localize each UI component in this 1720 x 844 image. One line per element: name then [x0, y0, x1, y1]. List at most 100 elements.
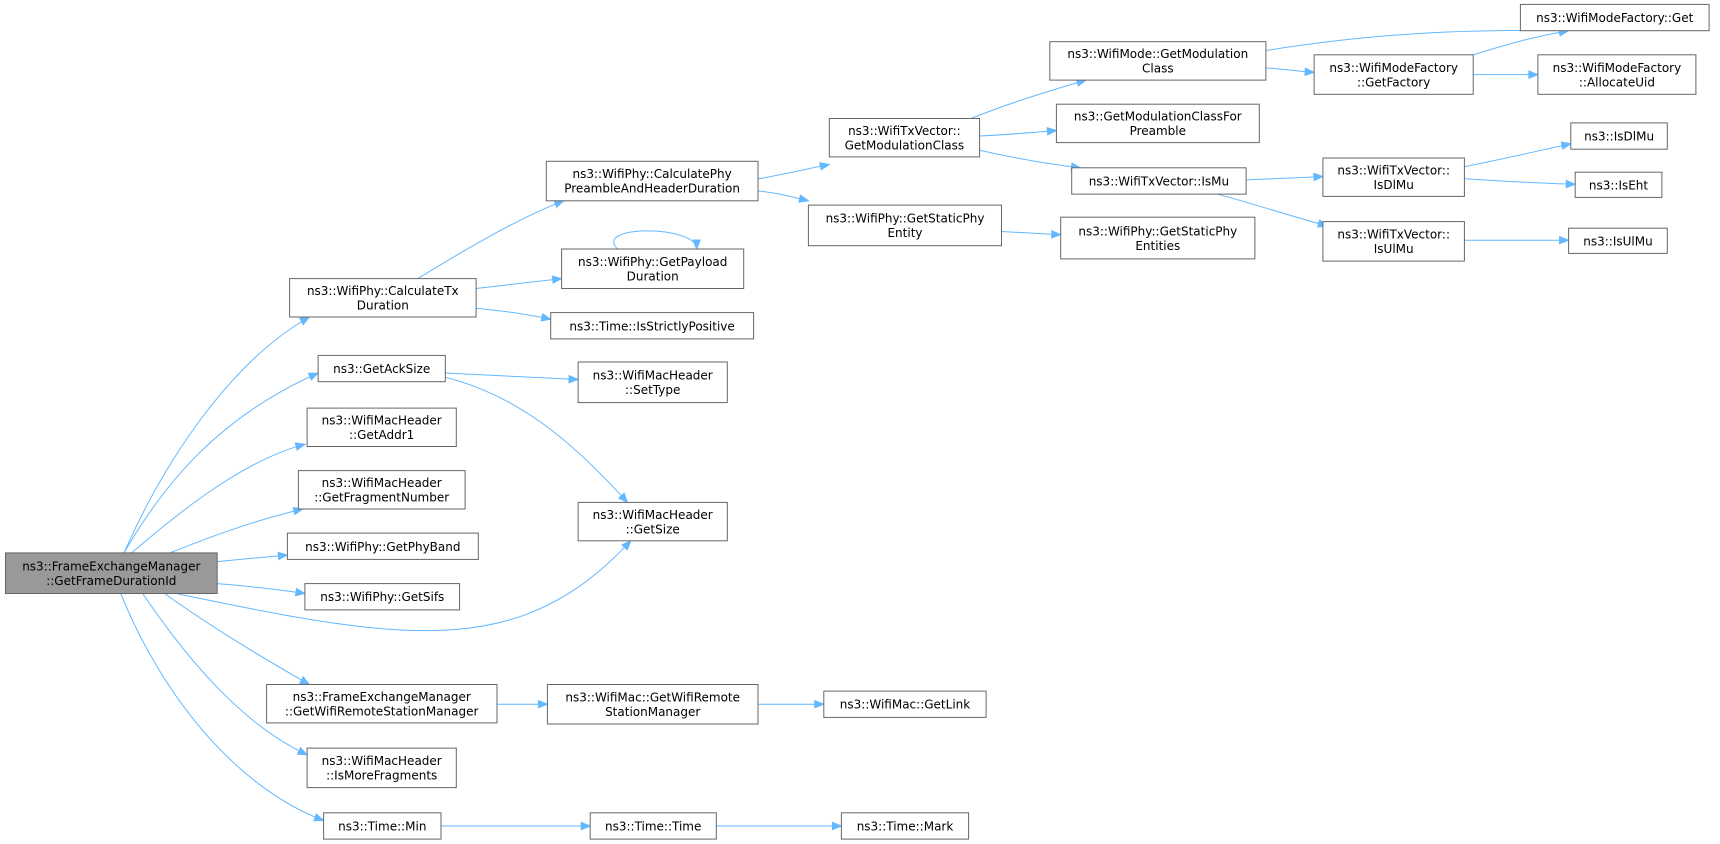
node-n8[interactable]: ns3::FrameExchangeManager::GetWifiRemote… — [266, 684, 498, 724]
node-n24[interactable]: ns3::IsDlMu — [1570, 122, 1668, 150]
edge-n20-n19 — [1473, 27, 1570, 56]
edge-arrowhead — [831, 821, 843, 831]
edge-n18-n22 — [1246, 172, 1325, 182]
edge-n16-n20 — [1265, 67, 1316, 76]
edge-n0-n3 — [131, 442, 307, 554]
node-label: ns3::IsDlMu — [1584, 130, 1654, 144]
edge-arrowhead — [294, 587, 307, 597]
node-label: ::SetType — [625, 383, 680, 397]
node-n16[interactable]: ns3::WifiMode::GetModulationClass — [1049, 41, 1267, 81]
node-label: ns3::WifiPhy::GetStaticPhy — [826, 212, 985, 226]
node-label: ::AllocateUid — [1579, 75, 1655, 89]
node-n19[interactable]: ns3::WifiModeFactory::Get — [1519, 3, 1710, 32]
node-label: ns3::WifiTxVector:: — [1337, 163, 1450, 177]
node-label: ns3::WifiMacHeader — [322, 414, 442, 428]
node-n20[interactable]: ns3::WifiModeFactory::GetFactory — [1313, 54, 1474, 95]
edge-line — [970, 79, 1087, 119]
node-label: StationManager — [605, 705, 700, 719]
edge-arrowhead — [294, 442, 307, 451]
node-label: ns3::WifiPhy::CalculatePhy — [572, 167, 731, 181]
edge-arrowhead — [692, 239, 701, 251]
node-n5[interactable]: ns3::WifiPhy::GetPhyBand — [286, 532, 479, 560]
node-n28[interactable]: ns3::WifiMacHeader::SetType — [577, 361, 728, 404]
node-label: ns3::GetAckSize — [333, 362, 430, 376]
node-label: ns3::Time::IsStrictlyPositive — [569, 319, 734, 333]
edge-arrowhead — [307, 372, 320, 381]
node-n7[interactable]: ns3::WifiMacHeader::GetSize — [577, 501, 728, 542]
node-n9[interactable]: ns3::WifiMacHeader::IsMoreFragments — [306, 747, 457, 789]
node-layer: ns3::FrameExchangeManager::GetFrameDurat… — [5, 3, 1710, 840]
node-n3[interactable]: ns3::WifiMacHeader::GetAddr1 — [306, 407, 457, 448]
node-n14[interactable]: ns3::WifiTxVector::GetModulationClass — [828, 118, 981, 158]
node-label: PreambleAndHeaderDuration — [564, 182, 740, 196]
edge-n1-n12 — [476, 275, 563, 289]
edge-line — [613, 230, 698, 250]
node-box — [306, 747, 457, 789]
edge-n22-n24 — [1464, 141, 1573, 168]
node-n18[interactable]: ns3::WifiTxVector::IsMu — [1071, 167, 1247, 195]
edge-arrowhead — [1528, 70, 1540, 79]
edge-line — [175, 540, 632, 632]
edge-n1-n11 — [417, 200, 566, 280]
node-n21[interactable]: ns3::WifiModeFactory::AllocateUid — [1537, 54, 1697, 95]
edge-arrowhead — [277, 551, 289, 561]
edge-n22-n25 — [1464, 178, 1577, 189]
edge-n0-n9 — [142, 593, 309, 756]
node-n2[interactable]: ns3::GetAckSize — [317, 354, 446, 383]
node-n30[interactable]: ns3::WifiMac::GetLink — [823, 690, 987, 718]
node-label: ns3::WifiPhy::GetSifs — [320, 590, 444, 604]
node-box — [286, 532, 479, 560]
node-label: ::GetFragmentNumber — [314, 491, 449, 505]
node-n6[interactable]: ns3::WifiPhy::GetSifs — [304, 583, 461, 611]
node-n25[interactable]: ns3::IsEht — [1574, 171, 1663, 198]
edge-n0-n6 — [217, 583, 307, 597]
edge-arrowhead — [617, 492, 629, 504]
edge-line — [164, 592, 310, 685]
edge-arrowhead — [1304, 67, 1316, 76]
node-n31[interactable]: ns3::Time::Time — [589, 812, 717, 840]
node-label: ::IsMoreFragments — [326, 769, 437, 783]
node-box — [1574, 171, 1663, 198]
node-label: ns3::WifiModeFactory — [1553, 61, 1682, 75]
node-label: ::GetFrameDurationId — [46, 574, 176, 588]
edge-line — [1464, 178, 1576, 185]
node-n26[interactable]: ns3::IsUlMu — [1568, 227, 1668, 254]
node-n22[interactable]: ns3::WifiTxVector::IsDlMu — [1322, 157, 1465, 197]
node-n0[interactable]: ns3::FrameExchangeManager::GetFrameDurat… — [5, 552, 218, 595]
node-box — [550, 312, 755, 340]
node-label: ns3::WifiMacHeader — [322, 476, 442, 490]
node-box — [306, 407, 457, 448]
node-box — [1313, 54, 1474, 95]
node-box — [1049, 41, 1267, 81]
node-label: ns3::WifiMacHeader — [593, 508, 713, 522]
node-label: ns3::Time::Time — [605, 820, 701, 834]
node-n4[interactable]: ns3::WifiMacHeader::GetFragmentNumber — [297, 470, 466, 510]
node-box — [266, 684, 498, 724]
node-n29[interactable]: ns3::WifiMac::GetWifiRemoteStationManage… — [546, 684, 759, 725]
node-box — [1071, 167, 1247, 195]
node-n11[interactable]: ns3::WifiPhy::CalculatePhyPreambleAndHea… — [545, 160, 759, 202]
node-n32[interactable]: ns3::Time::Mark — [840, 812, 970, 840]
edge-n14-n17 — [979, 127, 1058, 137]
edge-line — [979, 149, 1081, 169]
edge-arrowhead — [1559, 235, 1570, 245]
edge-line — [169, 508, 303, 554]
node-box — [807, 204, 1003, 247]
edge-n0-n5 — [217, 551, 289, 563]
node-label: IsUlMu — [1374, 242, 1414, 256]
node-n10[interactable]: ns3::Time::Min — [323, 812, 442, 840]
node-box — [561, 248, 745, 289]
node-label: ns3::WifiModeFactory — [1329, 61, 1458, 75]
edge-arrowhead — [798, 194, 810, 203]
edge-line — [1246, 176, 1323, 181]
edge-n12-n12 — [613, 230, 701, 251]
edge-arrowhead — [1565, 179, 1577, 189]
edge-n20-n21 — [1473, 70, 1540, 79]
node-n23[interactable]: ns3::WifiTxVector::IsUlMu — [1322, 221, 1465, 262]
node-n13[interactable]: ns3::Time::IsStrictlyPositive — [550, 312, 755, 340]
